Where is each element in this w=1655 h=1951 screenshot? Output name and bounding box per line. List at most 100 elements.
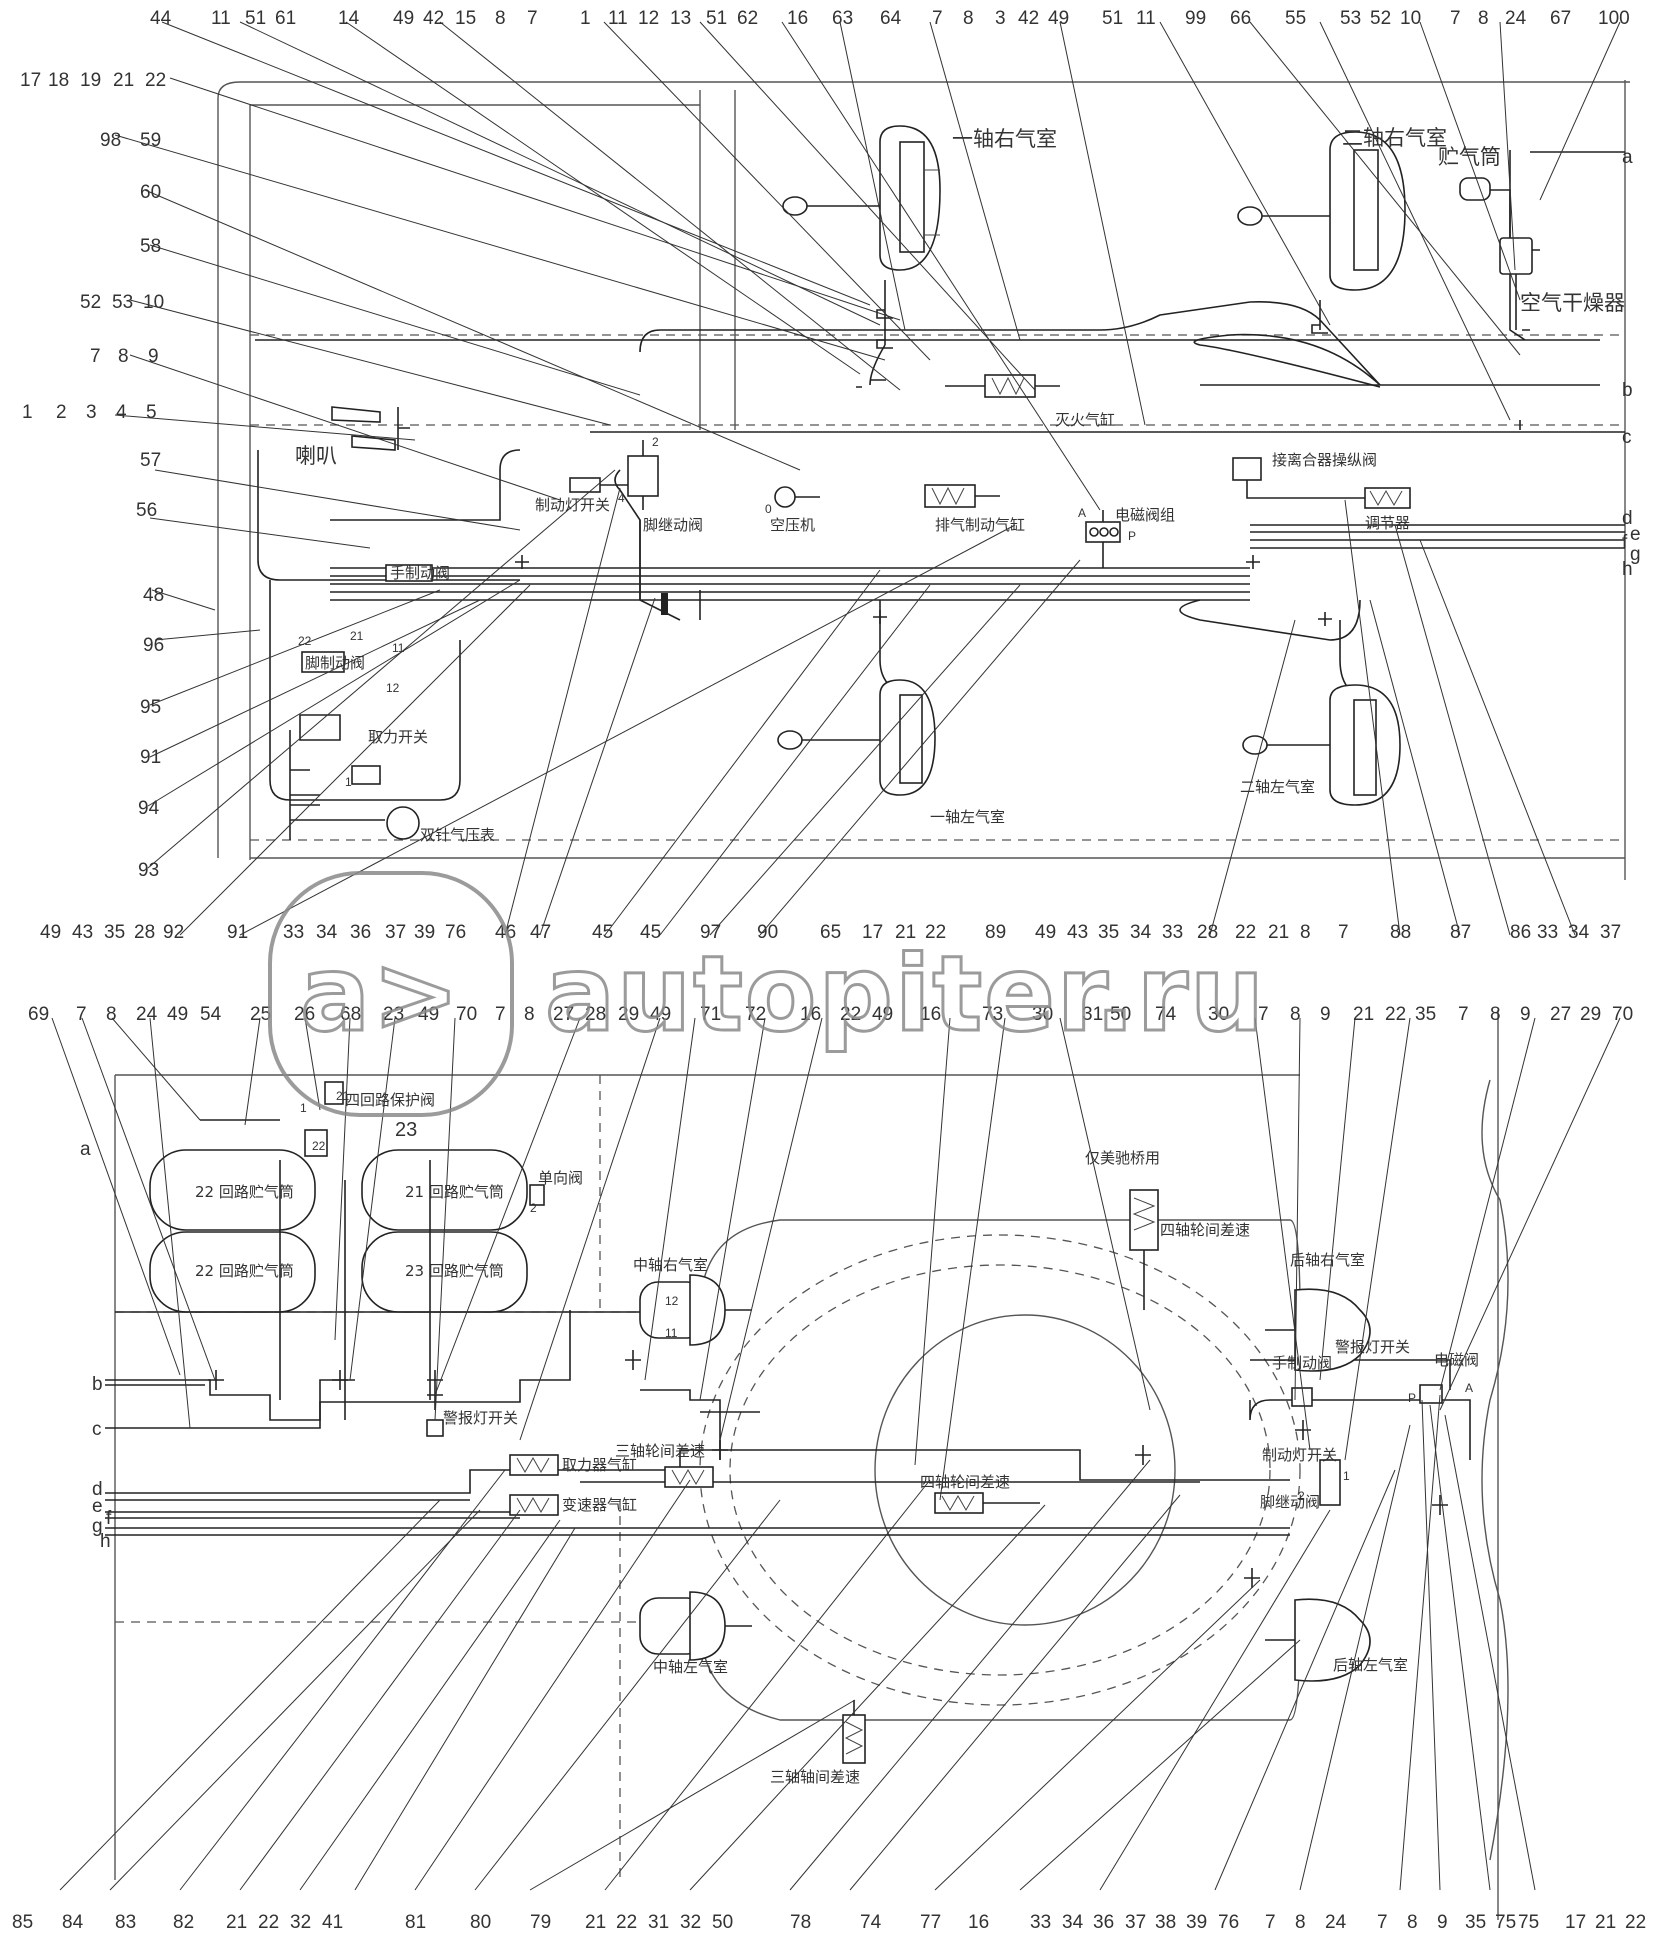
- horn: [331, 406, 410, 451]
- left-loop: [257, 450, 520, 581]
- callout: 47: [530, 922, 551, 943]
- top-frame-left: [217, 81, 1630, 860]
- top-frame-dashes: [250, 334, 1625, 841]
- callout: 39: [414, 922, 435, 943]
- callout: 35: [1098, 922, 1119, 943]
- label-rear-axle-right-chamber: 后轴右气室: [1290, 1251, 1365, 1269]
- callout: 70: [456, 1004, 477, 1025]
- callout: 17: [1565, 1912, 1586, 1933]
- callout: 52: [80, 292, 101, 313]
- callout: 64: [880, 8, 902, 29]
- axle1-right-chamber: [782, 125, 941, 271]
- callout: 61: [275, 8, 296, 29]
- callout: 49: [167, 1004, 188, 1025]
- callout: 11: [1136, 8, 1156, 29]
- air-tanks: [149, 1081, 545, 1313]
- callout: 76: [445, 922, 466, 943]
- callout: 86: [1510, 922, 1531, 943]
- rear-feed-lines: [1249, 1359, 1471, 1460]
- svg-text:A: A: [1078, 506, 1086, 520]
- callout: 3: [86, 402, 97, 423]
- label-air-tank: 贮气筒: [1438, 145, 1501, 169]
- top-frame-right: [250, 80, 1626, 880]
- diff-ring-outer: [699, 1234, 1301, 1706]
- callout: 51: [706, 8, 727, 29]
- rear-foot-relay-valve: [1319, 1459, 1341, 1506]
- callout: 1: [580, 8, 591, 29]
- callout: 3: [995, 8, 1006, 29]
- callout: 94: [138, 798, 160, 819]
- callout: 7: [495, 1004, 506, 1025]
- svg-text:P: P: [1128, 529, 1136, 543]
- mid-axle-right-chamber: [639, 1274, 752, 1346]
- line-letter: e: [92, 1496, 103, 1517]
- callout: 45: [640, 922, 661, 943]
- svg-text:12: 12: [665, 1294, 679, 1308]
- svg-text:11: 11: [665, 1326, 678, 1340]
- callout: 9: [1320, 1004, 1331, 1025]
- callout: 82: [173, 1912, 194, 1933]
- callout: 34: [1130, 922, 1152, 943]
- callout: 8: [1490, 1004, 1501, 1025]
- callout: 4: [116, 402, 127, 423]
- callout: 21: [1268, 922, 1289, 943]
- top-frame-centre: [699, 90, 736, 430]
- callout: 36: [1093, 1912, 1114, 1933]
- label-warning-light-switch: 警报灯开关: [1335, 1338, 1410, 1356]
- callout: 8: [1290, 1004, 1301, 1025]
- callout: 17: [862, 922, 883, 943]
- tee-fittings-bottom: [208, 1350, 1448, 1588]
- foot-brake-valve-box: [301, 651, 345, 673]
- callout: 91: [227, 922, 248, 943]
- tee-fittings-top: [515, 309, 1530, 626]
- callout: 51: [245, 8, 266, 29]
- callout: 42: [1018, 8, 1039, 29]
- callout: 95: [140, 697, 161, 718]
- callout: 25: [250, 1004, 271, 1025]
- callout: 7: [932, 8, 943, 29]
- axle1-left-chamber: [777, 679, 936, 796]
- line-letter: c: [92, 1419, 102, 1440]
- callout: 96: [143, 635, 164, 656]
- callout: 98: [100, 130, 121, 151]
- callout: 58: [140, 236, 161, 257]
- diff-ring-inner: [729, 1264, 1271, 1676]
- top-component-labels: 一轴右气室 二轴右气室 贮气筒 空气干燥器 灭火气缸 接离合器操纵阀 喇叭 制动…: [295, 126, 1625, 844]
- callout: 21: [1595, 1912, 1616, 1933]
- callout: 57: [140, 450, 161, 471]
- label-axle3-wheel-diff: 三轴轮间差速: [615, 1442, 705, 1460]
- clutch-valve: [1232, 457, 1262, 481]
- svg-text:2: 2: [652, 435, 659, 449]
- callout: 31: [648, 1912, 669, 1933]
- label-warning-switch: 警报灯开关: [443, 1409, 518, 1427]
- label-axle4-wheel-diff-side: 四轴轮间差速: [1160, 1221, 1250, 1239]
- callout: 34: [1062, 1912, 1084, 1933]
- svg-text:A: A: [1465, 1381, 1473, 1395]
- callout: 69: [28, 1004, 49, 1025]
- callout: 10: [1400, 8, 1421, 29]
- watermark-text: autopiter.ru: [545, 933, 1266, 1055]
- callout: 28: [585, 1004, 606, 1025]
- callout: 8: [1300, 922, 1311, 943]
- callout: 8: [1295, 1912, 1306, 1933]
- axle4-wheel-diff: [934, 1492, 1040, 1514]
- callout: 13: [670, 8, 691, 29]
- callout: 50: [712, 1912, 733, 1933]
- callout: 79: [530, 1912, 551, 1933]
- callout: 31: [1082, 1004, 1103, 1025]
- label-mid-axle-left-chamber: 中轴左气室: [653, 1658, 728, 1676]
- label-air-dryer: 空气干燥器: [1520, 291, 1625, 315]
- label-regulator: 调节器: [1365, 514, 1410, 532]
- axle3-interaxle-diff: [842, 1700, 866, 1764]
- pto-cylinder: [509, 1454, 559, 1476]
- callout: 41: [322, 1912, 343, 1933]
- top-loop-line: [639, 301, 1381, 386]
- watermark-logo-frame: [268, 871, 514, 1117]
- callout: 8: [524, 1004, 535, 1025]
- lines-d-h: [1250, 524, 1625, 549]
- line-letter: g: [1630, 544, 1641, 565]
- callout: 29: [618, 1004, 639, 1025]
- label-mid-axle-right-chamber: 中轴右气室: [633, 1256, 708, 1274]
- callout: 52: [1370, 8, 1391, 29]
- callout: 28: [1197, 922, 1218, 943]
